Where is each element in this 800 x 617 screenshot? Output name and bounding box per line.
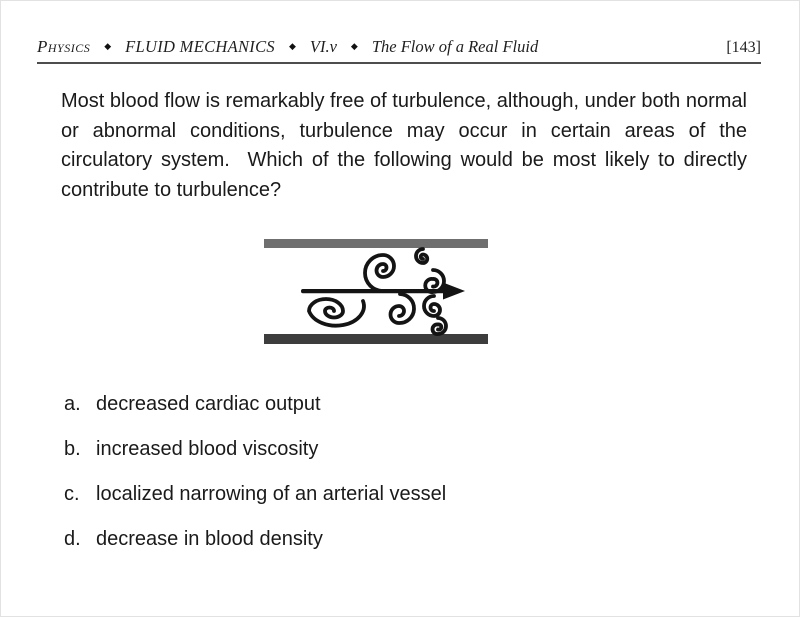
- answer-option-b: b. increased blood viscosity: [64, 438, 446, 483]
- option-text: localized narrowing of an arterial vesse…: [96, 483, 447, 505]
- header-course-label: Physics: [37, 37, 91, 56]
- option-text: increased blood viscosity: [96, 438, 319, 460]
- header-topic-label: The Flow of a Real Fluid: [371, 37, 539, 56]
- header-section-label: Fluid Mechanics: [125, 37, 275, 56]
- option-text: decrease in blood density: [96, 528, 323, 550]
- answer-options: a. decreased cardiac output b. increased…: [64, 393, 446, 573]
- answer-option-c: c. localized narrowing of an arterial ve…: [64, 483, 446, 528]
- flow-arrow: [301, 282, 465, 300]
- answer-option-a: a. decreased cardiac output: [64, 393, 446, 438]
- option-letter: a.: [64, 393, 81, 415]
- header-subsection-label: VI.v: [309, 37, 337, 56]
- option-letter: c.: [64, 483, 80, 505]
- answer-option-d: d. decrease in blood density: [64, 528, 446, 573]
- option-letter: d.: [64, 528, 81, 550]
- page-header: Physics ◆ Fluid Mechanics ◆ VI.v ◆ The F…: [37, 37, 761, 57]
- question-text: Most blood flow is remarkably free of tu…: [61, 90, 753, 201]
- vessel-wall-bottom: [264, 334, 488, 344]
- turbulent-flow-figure: [264, 239, 488, 344]
- vessel-wall-top: [264, 239, 488, 248]
- diamond-separator-icon: ◆: [350, 41, 358, 51]
- diamond-separator-icon: ◆: [288, 41, 296, 51]
- option-text: decreased cardiac output: [96, 393, 321, 415]
- header-rule: [37, 62, 761, 64]
- diamond-separator-icon: ◆: [104, 41, 112, 51]
- page-number: [143]: [726, 39, 761, 56]
- option-letter: b.: [64, 438, 81, 460]
- turbulence-eddies: [307, 247, 448, 336]
